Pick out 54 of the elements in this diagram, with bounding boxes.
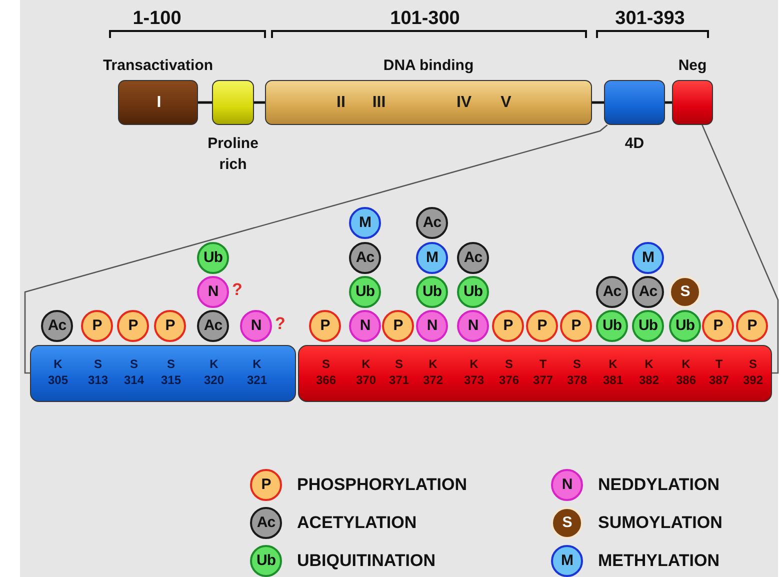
- residue-label: T 387: [708, 356, 730, 388]
- residue-label: K 370: [354, 356, 378, 388]
- legend-text: SUMOYLATION: [598, 513, 722, 533]
- swatch-letter: Ub: [256, 552, 276, 570]
- residue-label: S 376: [498, 356, 520, 388]
- residue-label: K 373: [462, 356, 486, 388]
- domain-numeral: I: [156, 94, 162, 112]
- residue-label: T 377: [532, 356, 554, 388]
- range-label: 1-100: [132, 8, 182, 30]
- legend-text: NEDDYLATION: [598, 475, 720, 495]
- linker-line: [254, 101, 265, 104]
- residue-label: S 314: [122, 356, 146, 388]
- residue-label: K 372: [422, 356, 444, 388]
- residue-label: K 321: [246, 356, 268, 388]
- legend-text: UBIQUITINATION: [297, 551, 436, 571]
- region-bar: [30, 345, 296, 402]
- residue-label: S 392: [742, 356, 764, 388]
- domain-label: DNA binding: [383, 57, 474, 74]
- domain-numeral: IV: [456, 94, 472, 112]
- residue-label: K 305: [46, 356, 70, 388]
- domain-numeral: II: [336, 94, 346, 112]
- domain-label: Proline rich: [206, 134, 260, 175]
- residue-label: S 378: [566, 356, 588, 388]
- linker-line: [592, 101, 604, 104]
- region-bar: [298, 345, 772, 402]
- swatch-letter: N: [562, 476, 572, 494]
- domain-label: Neg: [678, 57, 707, 74]
- domain-label: 4D: [624, 134, 646, 154]
- swatch-letter: P: [261, 476, 271, 494]
- domain-label: Transactivation: [102, 57, 214, 74]
- domain-numeral: III: [372, 94, 386, 112]
- domain-numeral: V: [500, 94, 512, 112]
- residue-label: S 366: [314, 356, 338, 388]
- residue-label: K 386: [674, 356, 698, 388]
- zoom-line: [702, 124, 779, 374]
- residue-label: S 315: [160, 356, 182, 388]
- question-mark: ?: [275, 314, 286, 334]
- residue-label: S 371: [388, 356, 410, 388]
- swatch-letter: S: [562, 514, 572, 532]
- zoom-line: [24, 124, 608, 374]
- range-label: 301-393: [615, 8, 685, 30]
- residue-label: K 381: [602, 356, 624, 388]
- swatch-letter: Ac: [256, 514, 276, 532]
- linker-line: [198, 101, 212, 104]
- residue-label: K 320: [202, 356, 226, 388]
- question-mark: ?: [232, 280, 242, 300]
- legend-text: ACETYLATION: [297, 513, 417, 533]
- residue-label: S 313: [86, 356, 110, 388]
- range-label: 101-300: [390, 8, 460, 30]
- swatch-letter: M: [561, 552, 573, 570]
- legend-text: PHOSPHORYLATION: [297, 475, 468, 495]
- legend-text: METHYLATION: [598, 551, 720, 571]
- residue-label: K 382: [638, 356, 660, 388]
- linker-line: [665, 101, 672, 104]
